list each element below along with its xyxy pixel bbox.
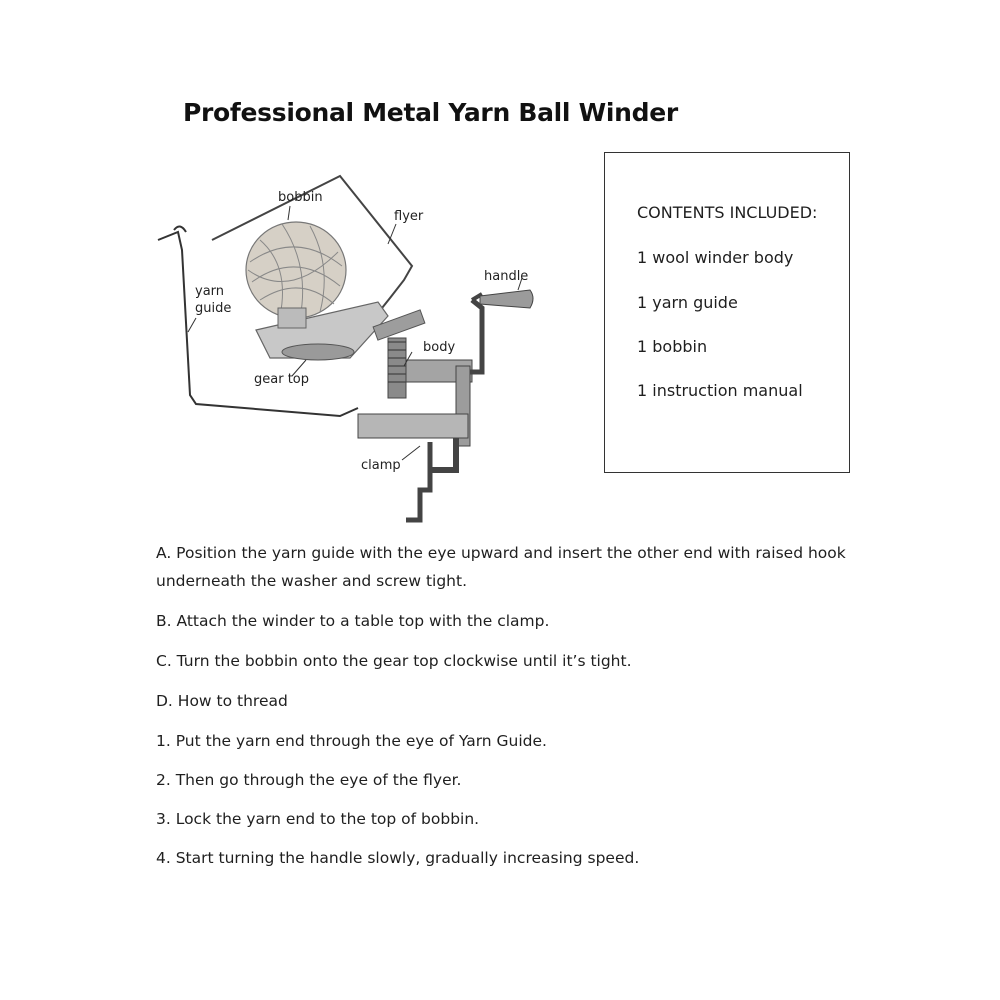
document-title: Professional Metal Yarn Ball Winder xyxy=(183,98,678,127)
label-yarn-guide-line1: yarn xyxy=(195,284,225,299)
label-clamp: clamp xyxy=(361,458,401,473)
yarn-winder-diagram: bobbin flyer handle yarn guide body gear… xyxy=(150,170,570,530)
label-gear-top: gear top xyxy=(254,372,309,387)
yarn-guide-wire xyxy=(157,230,359,418)
gear-shaft xyxy=(372,309,426,399)
yarn-winder-illustration xyxy=(157,174,534,523)
label-body: body xyxy=(423,340,456,355)
leader-lines xyxy=(187,205,523,461)
instruction-c: C. Turn the bobbin onto the gear top clo… xyxy=(156,652,632,670)
contents-item: 1 instruction manual xyxy=(637,381,803,400)
thread-step: 2. Then go through the eye of the flyer. xyxy=(156,771,462,789)
instruction-a-line2: underneath the washer and screw tight. xyxy=(156,572,467,590)
instruction-a-line1: A. Position the yarn guide with the eye … xyxy=(156,544,846,562)
gear-top-shape xyxy=(281,343,355,361)
flyer-wire xyxy=(211,174,414,319)
yarn-ball xyxy=(245,221,347,329)
thread-step: 1. Put the yarn end through the eye of Y… xyxy=(156,732,547,750)
crank-handle xyxy=(470,289,534,375)
clamp-shape xyxy=(406,438,459,523)
label-flyer: flyer xyxy=(394,209,424,224)
contents-item: 1 yarn guide xyxy=(637,293,738,312)
instruction-b: B. Attach the winder to a table top with… xyxy=(156,612,550,630)
thread-step: 4. Start turning the handle slowly, grad… xyxy=(156,849,640,867)
contents-item: 1 bobbin xyxy=(637,337,708,356)
winder-body xyxy=(357,359,473,447)
contents-heading: CONTENTS INCLUDED: xyxy=(637,203,818,222)
thread-step: 3. Lock the yarn end to the top of bobbi… xyxy=(156,810,480,828)
yarn-guide-eye xyxy=(173,225,187,233)
bobbin-plate xyxy=(255,301,389,359)
instruction-d: D. How to thread xyxy=(156,692,288,710)
contents-box: CONTENTS INCLUDED: 1 wool winder body 1 … xyxy=(604,152,850,473)
label-handle: handle xyxy=(484,269,529,284)
label-yarn-guide-line2: guide xyxy=(195,301,232,316)
contents-item: 1 wool winder body xyxy=(637,248,794,267)
label-bobbin: bobbin xyxy=(278,190,323,205)
